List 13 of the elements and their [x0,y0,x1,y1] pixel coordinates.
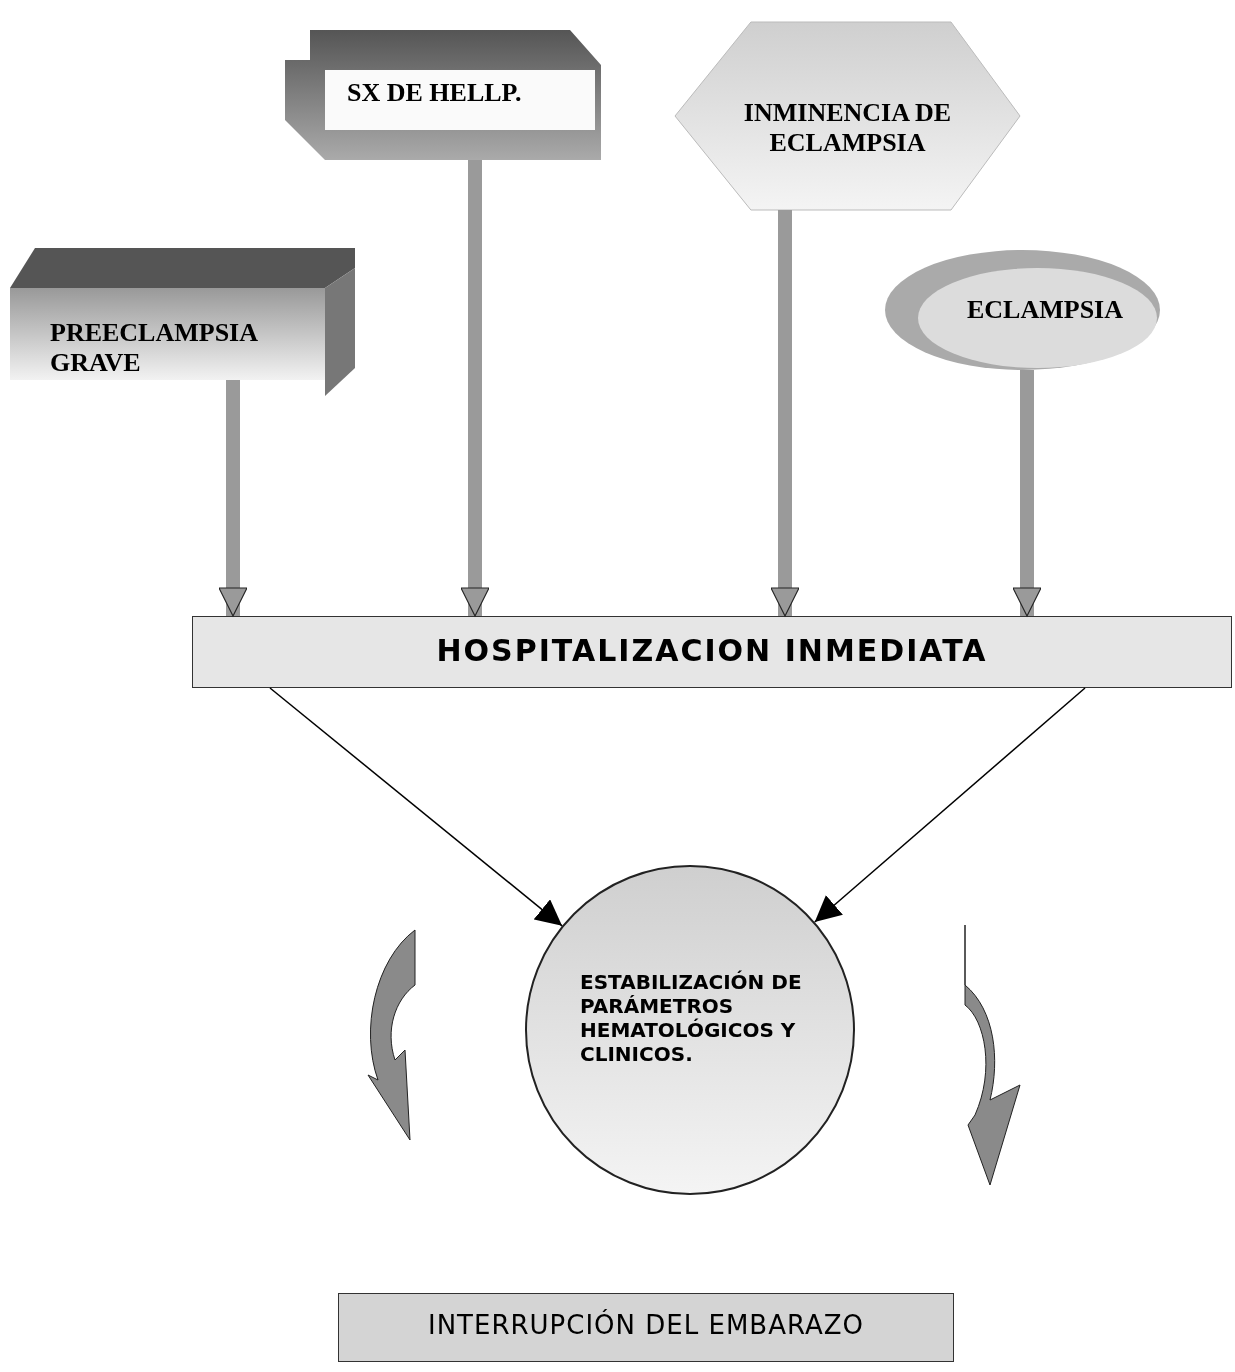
node-label: INMINENCIA DE ECLAMPSIA [742,98,953,158]
arrow [770,210,800,617]
arrow [1012,369,1042,617]
arrow [218,380,248,617]
arrow [460,160,490,617]
node-label: PREECLAMPSIA GRAVE [50,318,259,378]
node-label: ESTABILIZACIÓN DE PARÁMETROS HEMATOLÓGICOS Y CLINICOS. [580,970,803,1066]
node-label: INTERRUPCIÓN DEL EMBARAZO [427,1310,865,1340]
node-label: HOSPITALIZACION INMEDIATA [435,633,989,668]
arrow [269,687,563,927]
node-label: ECLAMPSIA [966,295,1124,325]
node-label: SX DE HELLP. [347,78,523,108]
arrow [814,687,1086,923]
